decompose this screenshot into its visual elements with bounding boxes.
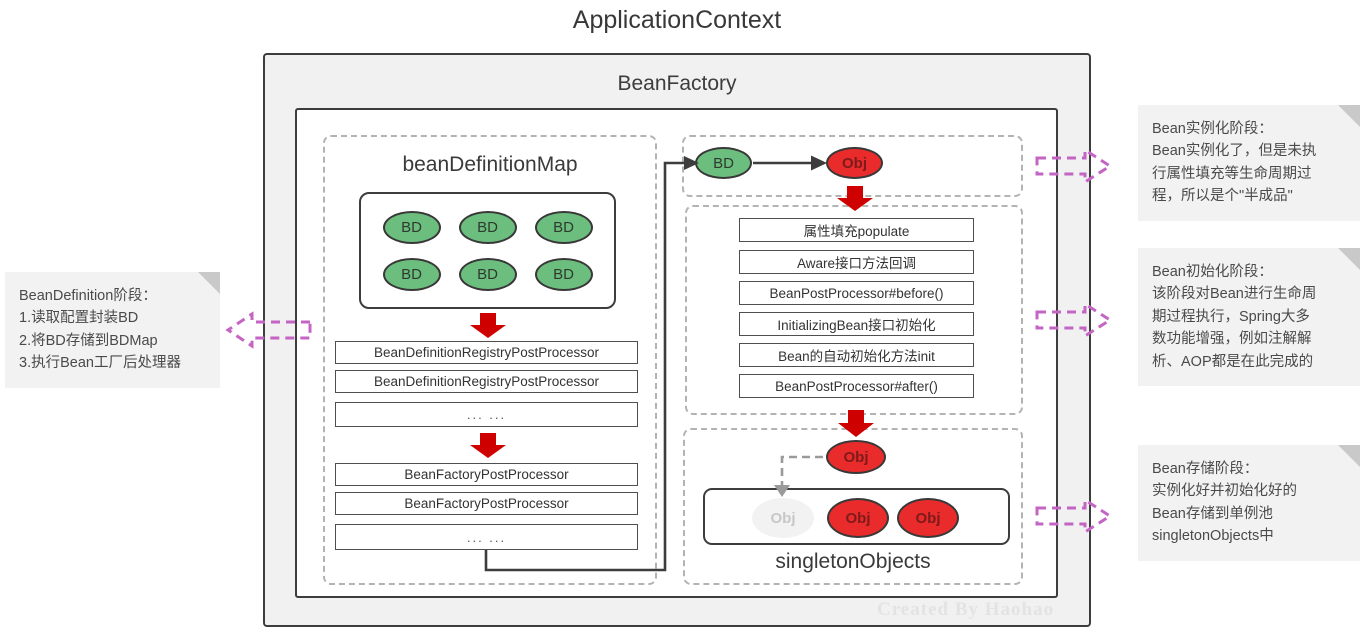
bd-oval: BD [534,210,593,244]
note-initialization: Bean初始化阶段： 该阶段对Bean进行生命周 期过程执行，Spring大多 … [1138,248,1360,387]
registry-post-processor-row: BeanDefinitionRegistryPostProcessor [335,370,638,393]
note-line: BeanDefinition阶段： [19,288,157,304]
lifecycle-step: 属性填充populate [739,218,974,242]
watermark: Created By Haohao [877,599,1055,620]
obj-oval: Obj [897,498,959,538]
obj-oval: Obj [827,498,889,538]
obj-oval: Obj [826,147,883,179]
lifecycle-step: Aware接口方法回调 [739,250,974,274]
lifecycle-step: BeanPostProcessor#after() [739,374,974,398]
singleton-objects-label: singletonObjects [775,550,931,573]
note-line: 析、AOP都是在此完成的 [1152,353,1314,370]
note-line: 数功能增强，例如注解解 [1152,331,1312,348]
factory-post-processor-row: BeanFactoryPostProcessor [335,492,638,515]
bean-definition-map-label: beanDefinitionMap [402,153,578,176]
note-storage: Bean存储阶段： 实例化好并初始化好的 Bean存储到单例池 singleto… [1138,445,1360,561]
bean-factory-label: BeanFactory [617,72,737,95]
note-line: Bean实例化阶段： [1152,121,1273,137]
note-line: Bean存储到单例池 [1152,505,1273,522]
note-line: 期过程执行，Spring大多 [1152,308,1310,325]
note-line: Bean存储阶段： [1152,461,1259,477]
note-line: singletonObjects中 [1152,528,1274,545]
obj-oval: Obj [826,440,886,474]
bean-definition-map-box: BD BD BD BD BD BD [359,192,616,309]
bd-oval: BD [382,210,441,244]
note-line: 实例化好并初始化好的 [1152,483,1297,500]
lifecycle-step: BeanPostProcessor#before() [739,281,974,305]
note-line: Bean初始化阶段： [1152,264,1273,280]
note-line: 行属性填充等生命周期过 [1152,165,1312,182]
factory-post-processor-row: BeanFactoryPostProcessor [335,463,638,486]
note-line: 2.将BD存储到BDMap [19,332,158,349]
lifecycle-step: InitializingBean接口初始化 [739,312,974,336]
bd-oval: BD [382,257,441,291]
bd-oval: BD [534,257,593,291]
note-line: 3.执行Bean工厂后处理器 [19,355,181,372]
bd-oval: BD [458,257,517,291]
note-bean-definition: BeanDefinition阶段： 1.读取配置封装BD 2.将BD存储到BDM… [5,272,220,388]
lifecycle-step: Bean的自动初始化方法init [739,343,974,367]
factory-ellipsis-row: ... ... [335,524,638,550]
registry-ellipsis-row: ... ... [335,402,638,427]
note-line: 程，所以是个"半成品" [1152,188,1293,205]
bd-oval: BD [458,210,517,244]
registry-post-processor-row: BeanDefinitionRegistryPostProcessor [335,341,638,364]
note-line: 1.读取配置封装BD [19,310,139,327]
obj-oval-ghost: Obj [752,498,814,538]
bd-oval: BD [695,147,752,179]
note-line: Bean实例化了，但是未执 [1152,143,1317,160]
application-context-title: ApplicationContext [572,6,782,34]
note-instantiation: Bean实例化阶段： Bean实例化了，但是未执 行属性填充等生命周期过 程，所… [1138,105,1360,221]
note-line: 该阶段对Bean进行生命周 [1152,286,1317,303]
